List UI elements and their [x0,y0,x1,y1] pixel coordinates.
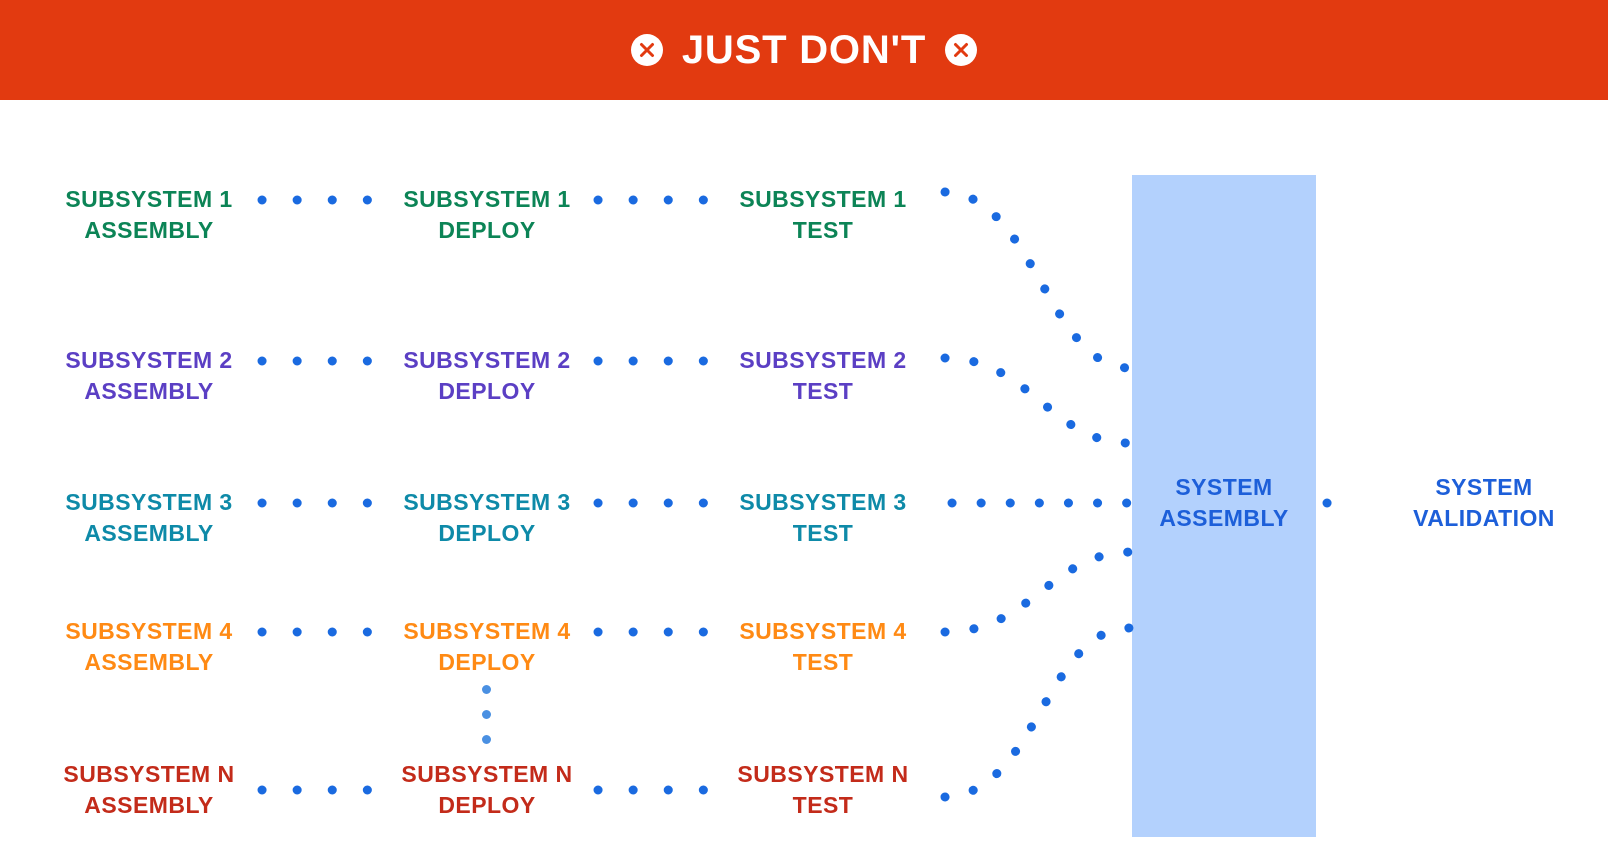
converge-sn-to-system [940,623,1137,802]
node-subsystem-4-deploy[interactable]: SUBSYSTEM 4 DEPLOY [403,617,571,675]
node-subsystem-2-test[interactable]: SUBSYSTEM 2 TEST [739,346,907,404]
node-subsystem-3-test[interactable]: SUBSYSTEM 3 TEST [739,488,907,546]
banner: JUST DON'T [0,0,1608,100]
node-subsystem-3-deploy[interactable]: SUBSYSTEM 3 DEPLOY [403,488,571,546]
node-subsystem-n-test[interactable]: SUBSYSTEM N TEST [737,760,909,818]
diagram-canvas: SUBSYSTEM 1 ASSEMBLY SUBSYSTEM 1 DEPLOY … [0,100,1608,846]
node-subsystem-1-assembly[interactable]: SUBSYSTEM 1 ASSEMBLY [65,185,233,243]
circle-x-icon-right [945,34,978,66]
converging-connectors [940,187,1137,802]
node-subsystem-2-assembly[interactable]: SUBSYSTEM 2 ASSEMBLY [65,346,233,404]
converge-s1-to-system [940,187,1137,373]
vertical-ellipsis-icon [482,685,492,745]
circle-x-icon-left [630,34,663,66]
banner-title: JUST DON'T [681,28,927,72]
node-subsystem-4-test[interactable]: SUBSYSTEM 4 TEST [739,617,907,675]
system-assembly-block [1132,175,1316,837]
node-subsystem-n-assembly[interactable]: SUBSYSTEM N ASSEMBLY [63,760,235,818]
ellipsis-dot [482,735,491,744]
node-system-assembly[interactable]: SYSTEM ASSEMBLY [1159,473,1289,531]
converge-s4-to-system [940,547,1137,637]
node-subsystem-4-assembly[interactable]: SUBSYSTEM 4 ASSEMBLY [65,617,233,675]
node-subsystem-n-deploy[interactable]: SUBSYSTEM N DEPLOY [401,760,573,818]
node-subsystem-3-assembly[interactable]: SUBSYSTEM 3 ASSEMBLY [65,488,233,546]
node-system-validation[interactable]: SYSTEM VALIDATION [1413,473,1555,531]
converge-s2-to-system [940,353,1137,448]
ellipsis-dot [482,685,491,694]
node-subsystem-2-deploy[interactable]: SUBSYSTEM 2 DEPLOY [403,346,571,404]
node-subsystem-1-test[interactable]: SUBSYSTEM 1 TEST [739,185,907,243]
node-subsystem-1-deploy[interactable]: SUBSYSTEM 1 DEPLOY [403,185,571,243]
ellipsis-dot [482,710,491,719]
